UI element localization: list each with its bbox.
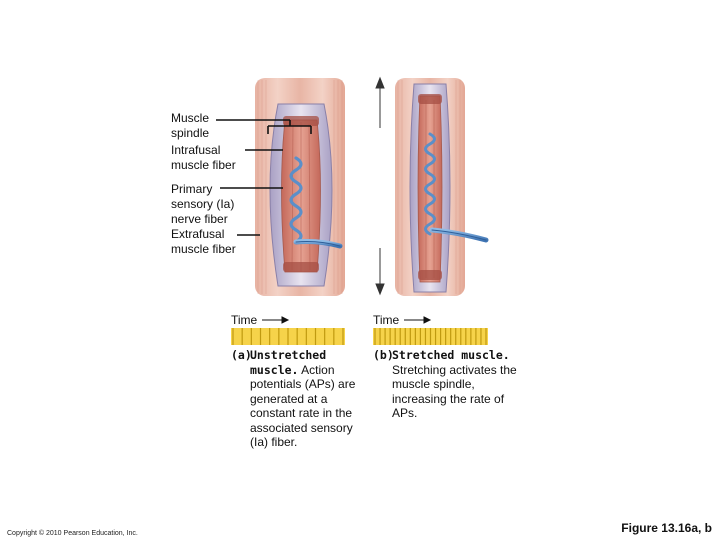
time-arrows	[262, 316, 432, 324]
caption-a-text: Action potentials (APs) are generated at…	[250, 362, 356, 450]
copyright-notice: Copyright © 2010 Pearson Education, Inc.	[7, 530, 138, 537]
label-primary-sensory-fiber: Primary sensory (Ia) nerve fiber	[171, 182, 235, 226]
caption-a-letter: (a)	[231, 348, 252, 362]
unstretched-muscle	[255, 78, 345, 296]
label-leaders	[216, 119, 312, 236]
spike-train-stretched	[373, 328, 488, 345]
stretched-muscle	[395, 78, 489, 296]
figure-label: Figure 13.16a, b	[621, 521, 712, 535]
stretch-arrows	[375, 76, 385, 296]
label-extrafusal-fiber: Extrafusal muscle fiber	[171, 227, 236, 256]
caption-b-bold: Stretched muscle.	[392, 348, 510, 362]
caption-b-letter: (b)	[373, 348, 394, 362]
caption-a-bold: Unstretched muscle.	[250, 348, 327, 377]
spike-train-unstretched	[231, 328, 345, 345]
label-intrafusal-fiber: Intrafusal muscle fiber	[171, 143, 236, 172]
label-muscle-spindle: Muscle spindle	[171, 111, 210, 140]
caption-b-text: Stretching activates the muscle spindle,…	[392, 362, 517, 421]
caption-unstretched: (a) Unstretched muscle. Action potential…	[231, 348, 361, 450]
caption-stretched: (b) Stretched muscle. Stretching activat…	[373, 348, 518, 421]
time-label-a: Time	[231, 313, 258, 327]
time-label-b: Time	[373, 313, 400, 327]
